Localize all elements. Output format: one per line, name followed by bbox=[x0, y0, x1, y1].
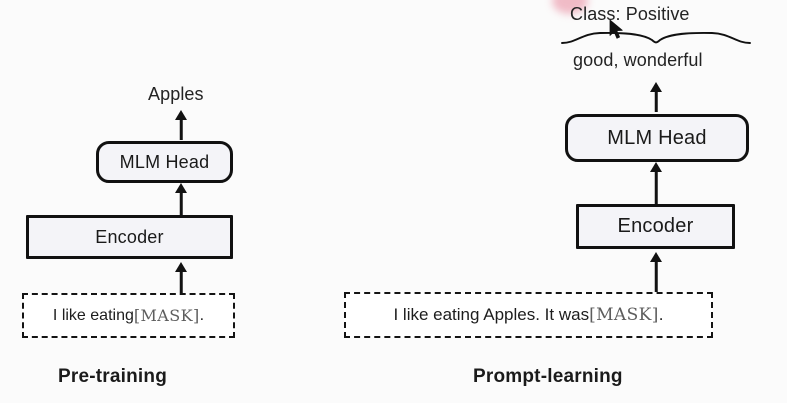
left-encoder-box: Encoder bbox=[26, 215, 233, 259]
right-input-mask-token: [MASK] bbox=[589, 305, 659, 325]
right-arrow-input-to-encoder bbox=[643, 252, 669, 294]
left-output-label: Apples bbox=[148, 84, 204, 104]
left-arrow-encoder-to-head bbox=[168, 183, 194, 215]
left-arrow-input-to-encoder bbox=[168, 262, 194, 295]
right-arrow-head-to-verbalizer bbox=[643, 82, 669, 112]
right-verbalizer-label: good, wonderful bbox=[573, 50, 703, 70]
mouse-pointer-icon bbox=[609, 19, 627, 41]
right-mlm-head-box: MLM Head bbox=[565, 114, 749, 162]
right-arrow-encoder-to-head bbox=[643, 162, 669, 204]
right-input-box: I like eating Apples. It was [MASK]. bbox=[344, 292, 713, 338]
left-input-box: I like eating [MASK]. bbox=[22, 293, 235, 338]
right-panel-title: Prompt-learning bbox=[473, 366, 623, 387]
right-input-prefix: I like eating Apples. It was bbox=[393, 305, 590, 324]
left-input-prefix: I like eating bbox=[52, 306, 134, 324]
right-encoder-box: Encoder bbox=[576, 204, 735, 249]
left-arrow-head-to-output bbox=[168, 110, 194, 140]
left-panel-title: Pre-training bbox=[58, 366, 168, 387]
pink-smudge-artifact bbox=[552, 0, 588, 14]
left-input-suffix: . bbox=[199, 306, 205, 324]
left-mlm-head-box: MLM Head bbox=[96, 141, 233, 183]
right-class-label: Class: Positive bbox=[570, 4, 690, 24]
right-input-suffix: . bbox=[658, 305, 664, 324]
left-input-mask-token: [MASK] bbox=[133, 306, 200, 325]
underbrace-icon bbox=[560, 28, 752, 46]
